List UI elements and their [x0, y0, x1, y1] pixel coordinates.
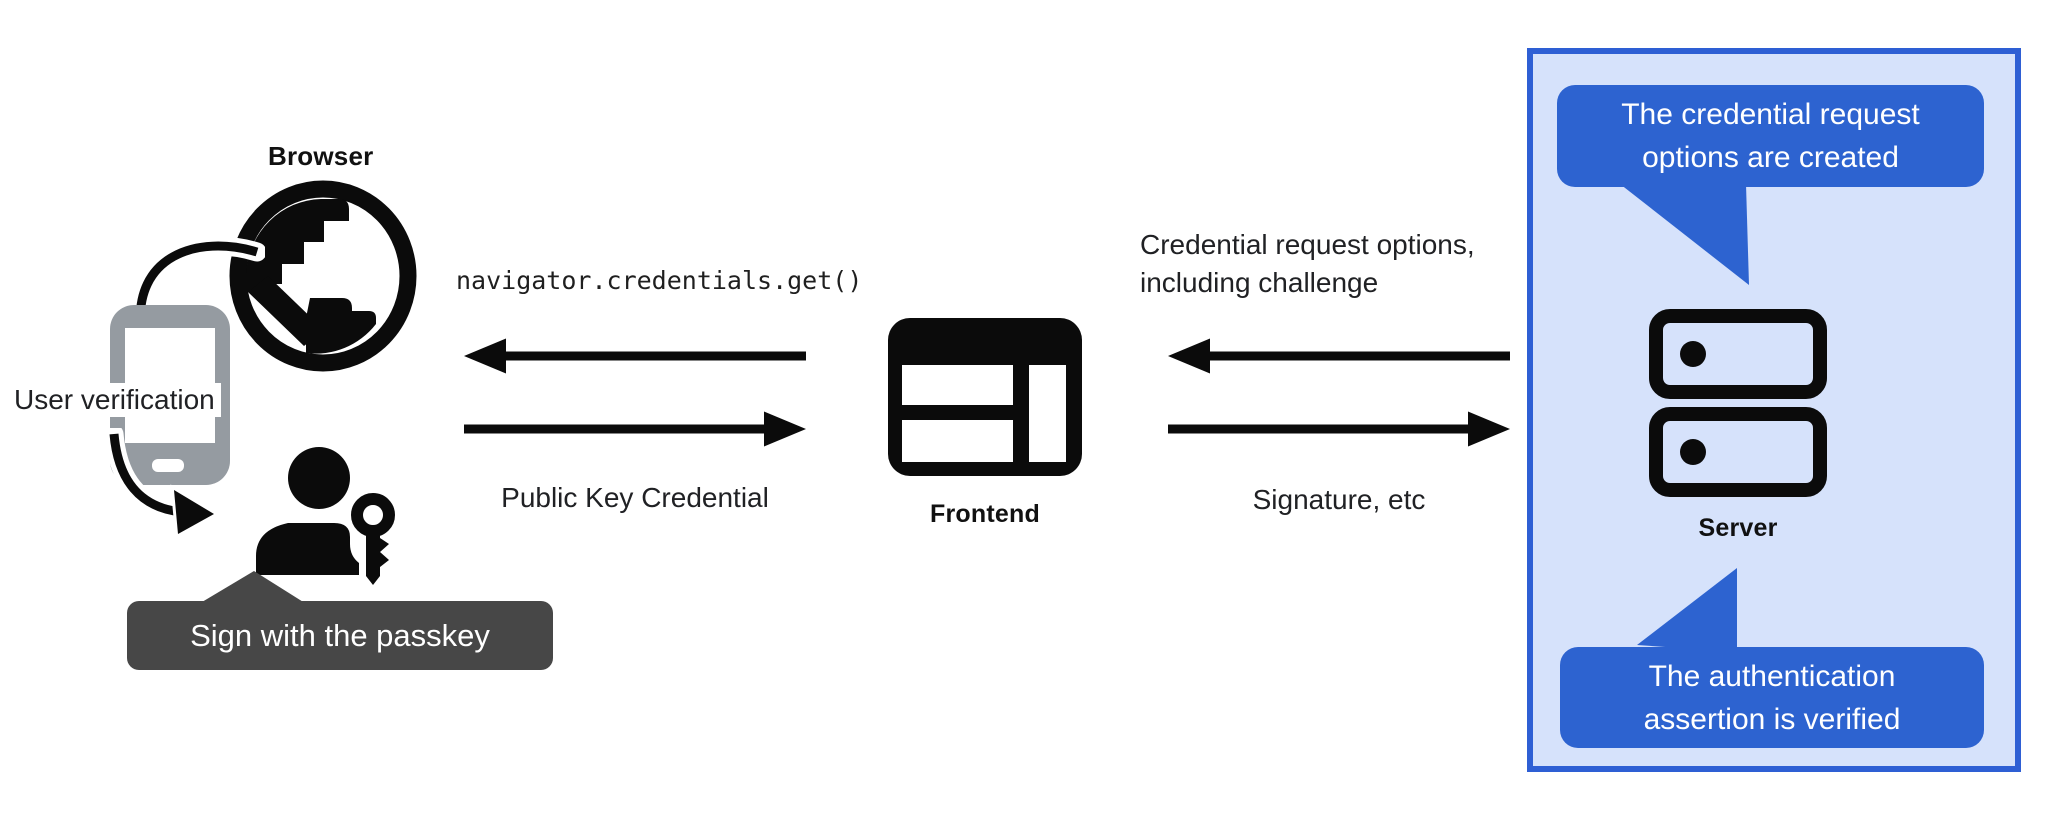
sign-with-passkey-label: Sign with the passkey: [190, 617, 490, 653]
server-label: Server: [1698, 514, 1778, 542]
arrow-frontend-to-browser: [464, 338, 806, 374]
bubble-top-tail: [1620, 184, 1749, 285]
arrow-browser-to-frontend: [464, 411, 806, 447]
browser-label: Browser: [268, 141, 374, 171]
arrow-server-to-frontend: [1168, 338, 1510, 374]
server-panel: The credential request options are creat…: [1527, 48, 2021, 772]
user-key-icon: [256, 447, 395, 585]
sign-with-passkey-tooltip: Sign with the passkey: [127, 601, 553, 670]
credential-request-options-label: Credential request options, including ch…: [1140, 226, 1475, 302]
bubble-bottom-line1: The authentication: [1648, 659, 1896, 693]
user-verification-label: User verification: [8, 383, 221, 417]
signature-etc-label: Signature, etc: [1252, 484, 1426, 515]
globe-icon: [229, 180, 417, 372]
credential-request-options-line1: Credential request options,: [1140, 229, 1475, 260]
bubble-authentication-verified: The authentication assertion is verified: [1560, 647, 1984, 748]
credential-request-options-line2: including challenge: [1140, 267, 1379, 298]
bubble-bottom-line2: assertion is verified: [1643, 702, 1901, 736]
bubble-top-line1: The credential request: [1621, 98, 1920, 131]
frontend-icon: [888, 318, 1082, 476]
arrow-frontend-to-server: [1168, 411, 1510, 447]
frontend-label: Frontend: [930, 500, 1040, 528]
curved-arrow-phone-to-user: [104, 428, 220, 539]
navigator-credentials-get-label: navigator.credentials.get(): [456, 266, 863, 295]
public-key-credential-label: Public Key Credential: [501, 482, 769, 513]
tooltip-caret: [197, 571, 308, 605]
bubble-top-line2: options are created: [1642, 141, 1899, 174]
bubble-credential-request-created: The credential request options are creat…: [1557, 85, 1984, 187]
bubble-bottom-tail: [1637, 568, 1737, 652]
server-icon: [1649, 309, 1827, 497]
